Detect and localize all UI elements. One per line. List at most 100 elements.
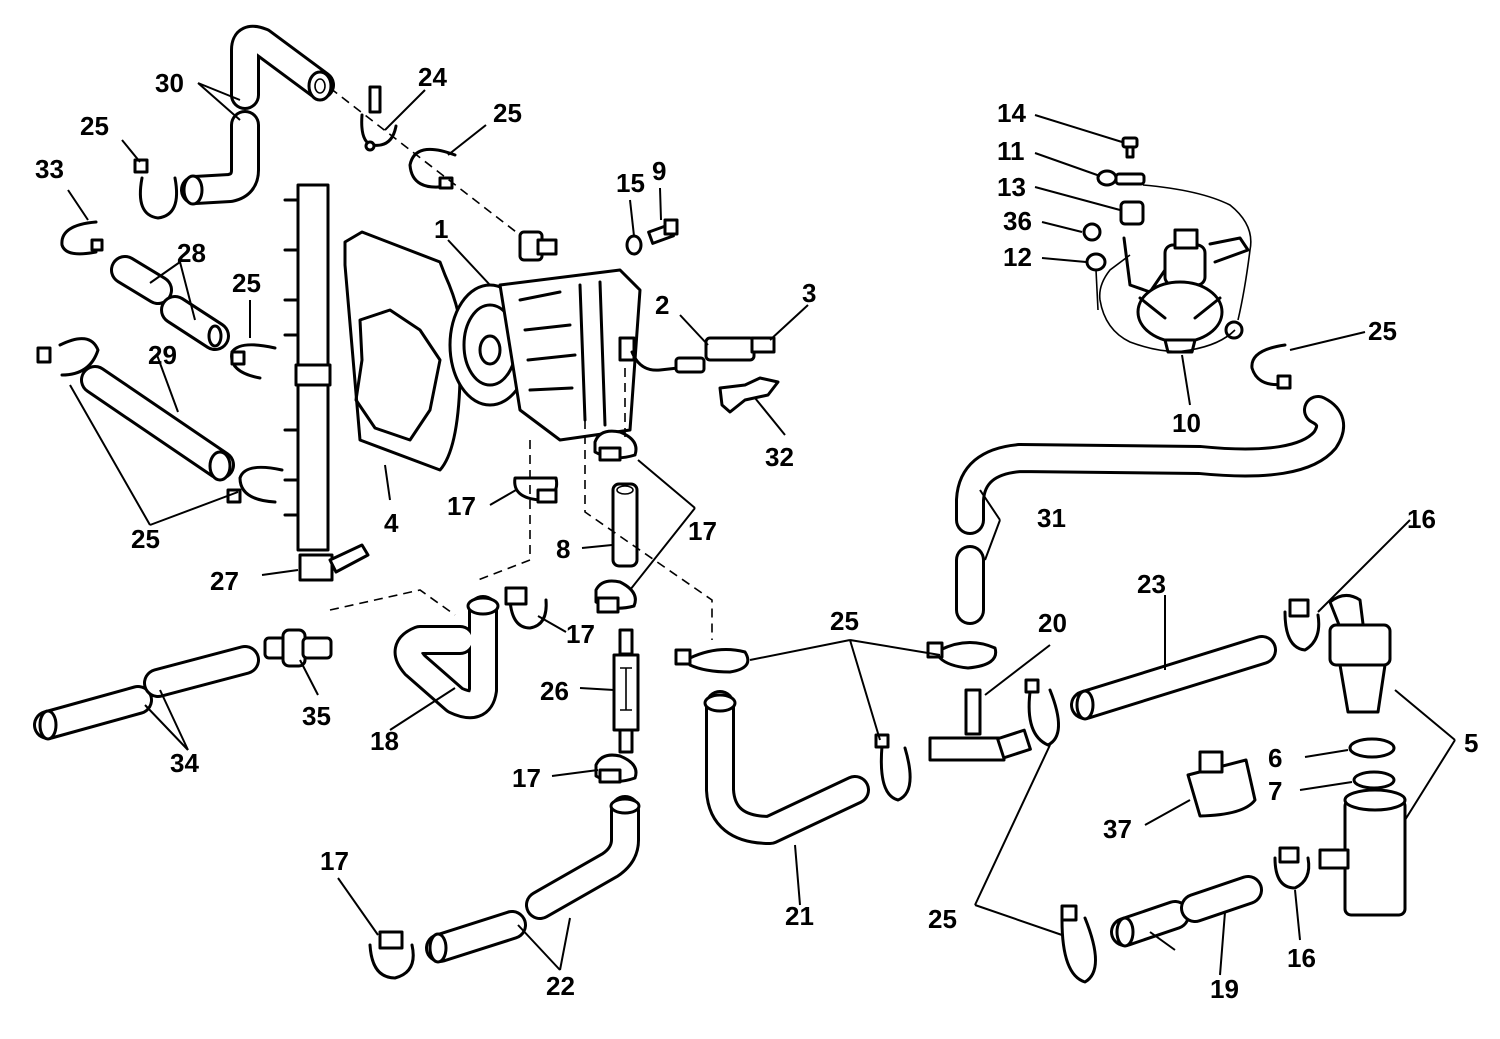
- tube-28: [110, 255, 230, 351]
- clamp-25-f: [1024, 678, 1060, 747]
- clamp-16-b: [1273, 846, 1311, 890]
- callout-12: 12: [1003, 242, 1032, 272]
- callout-11: 11: [997, 136, 1025, 166]
- hose-19: [1110, 875, 1263, 948]
- callout-10: 10: [1172, 408, 1201, 438]
- washer-15: [625, 234, 643, 256]
- callout-25-d: 25: [131, 524, 160, 554]
- clamp-25-e: [874, 733, 912, 802]
- callout-17-d: 17: [512, 763, 541, 793]
- callout-25-e: 25: [830, 606, 859, 636]
- callout-22: 22: [546, 971, 575, 1001]
- callout-1: 1: [434, 214, 448, 244]
- callout-25-c: 25: [232, 268, 261, 298]
- callout-19: 19: [1210, 974, 1239, 1004]
- hose-30: [180, 24, 335, 206]
- tee-fitting-20: [928, 688, 1032, 762]
- filter-assembly-5: [1318, 594, 1407, 917]
- callout-17-e: 17: [320, 846, 349, 876]
- hose-23: [1070, 635, 1277, 721]
- clamp-25-d: [926, 641, 998, 670]
- clip-32: [718, 376, 780, 414]
- hose-31: [955, 395, 1346, 625]
- callout-37: 37: [1103, 814, 1132, 844]
- clamp-17-f: [368, 930, 415, 980]
- filter-26: [612, 628, 640, 754]
- terminal-12: [1085, 252, 1107, 311]
- callout-25-a: 25: [80, 111, 109, 141]
- bracket-4: [343, 230, 465, 472]
- connector-3: [704, 336, 776, 362]
- callout-6: 6: [1268, 743, 1282, 773]
- callout-30: 30: [155, 68, 184, 98]
- bracket-37: [1186, 750, 1257, 818]
- callout-27: 27: [210, 566, 239, 596]
- callout-3: 3: [802, 278, 816, 308]
- callout-25-b: 25: [493, 98, 522, 128]
- fuel-pump-1: [448, 230, 642, 442]
- clamp-17-c: [594, 579, 637, 614]
- spacer-13: [1119, 200, 1145, 226]
- callout-16-a: 16: [1407, 504, 1436, 534]
- callout-34: 34: [170, 748, 199, 778]
- tube-8: [611, 482, 639, 568]
- clamp-33: [60, 220, 104, 256]
- clamp-25-g: [1060, 904, 1097, 984]
- assembly-line-1: [329, 87, 521, 236]
- seal-6: [1348, 737, 1396, 759]
- callout-7: 7: [1268, 776, 1282, 806]
- clamp-25-top: [133, 158, 179, 220]
- screw-9: [647, 218, 679, 245]
- callout-25-g: 25: [1368, 316, 1397, 346]
- seal-7: [1352, 770, 1396, 790]
- leader-lines: [67, 82, 1456, 976]
- callout-35: 35: [302, 701, 331, 731]
- callout-33: 33: [35, 154, 64, 184]
- fitting-24: [360, 85, 398, 152]
- hose-21: [703, 690, 870, 845]
- callout-13: 13: [997, 172, 1026, 202]
- callout-28: 28: [177, 238, 206, 268]
- clamp-17-d: [504, 586, 548, 630]
- callout-23: 23: [1137, 569, 1166, 599]
- clamp-25-mid: [230, 343, 277, 380]
- clamp-17-e: [594, 753, 638, 784]
- callout-5: 5: [1464, 728, 1478, 758]
- callout-17-a: 17: [447, 491, 476, 521]
- sensor-2: [630, 350, 706, 374]
- check-valve-35: [263, 628, 333, 668]
- clamp-25-low: [226, 465, 284, 504]
- callout-29: 29: [148, 340, 177, 370]
- callout-14: 14: [997, 98, 1026, 128]
- callout-18: 18: [370, 726, 399, 756]
- callout-2: 2: [655, 290, 669, 320]
- terminal-11: [1096, 169, 1146, 187]
- clamp-25-c: [674, 648, 750, 674]
- clamp-17-b: [593, 429, 638, 462]
- clamp-17-a: [513, 476, 559, 504]
- hose-29: [80, 365, 235, 482]
- hose-22: [425, 795, 641, 964]
- assembly-line-2: [477, 440, 531, 581]
- callout-20: 20: [1038, 608, 1067, 638]
- fuel-tube-27: [283, 183, 370, 582]
- callout-17-c: 17: [566, 619, 595, 649]
- assembly-line-3: [584, 420, 713, 640]
- nut-36: [1082, 222, 1102, 242]
- assembly-line-5: [329, 589, 456, 616]
- callout-16-b: 16: [1287, 943, 1316, 973]
- clamp-25-left: [36, 337, 100, 377]
- clamp-16-a: [1283, 598, 1321, 652]
- callout-21: 21: [785, 901, 814, 931]
- hose-18: [393, 595, 500, 720]
- callout-25-f: 25: [928, 904, 957, 934]
- callout-36: 36: [1003, 206, 1032, 236]
- callout-4: 4: [384, 508, 399, 538]
- screw-14: [1121, 136, 1139, 159]
- clamp-25-right: [1250, 343, 1292, 390]
- callout-15: 15: [616, 168, 645, 198]
- callout-26: 26: [540, 676, 569, 706]
- callout-31: 31: [1037, 503, 1066, 533]
- electric-pump-10: [1098, 184, 1252, 354]
